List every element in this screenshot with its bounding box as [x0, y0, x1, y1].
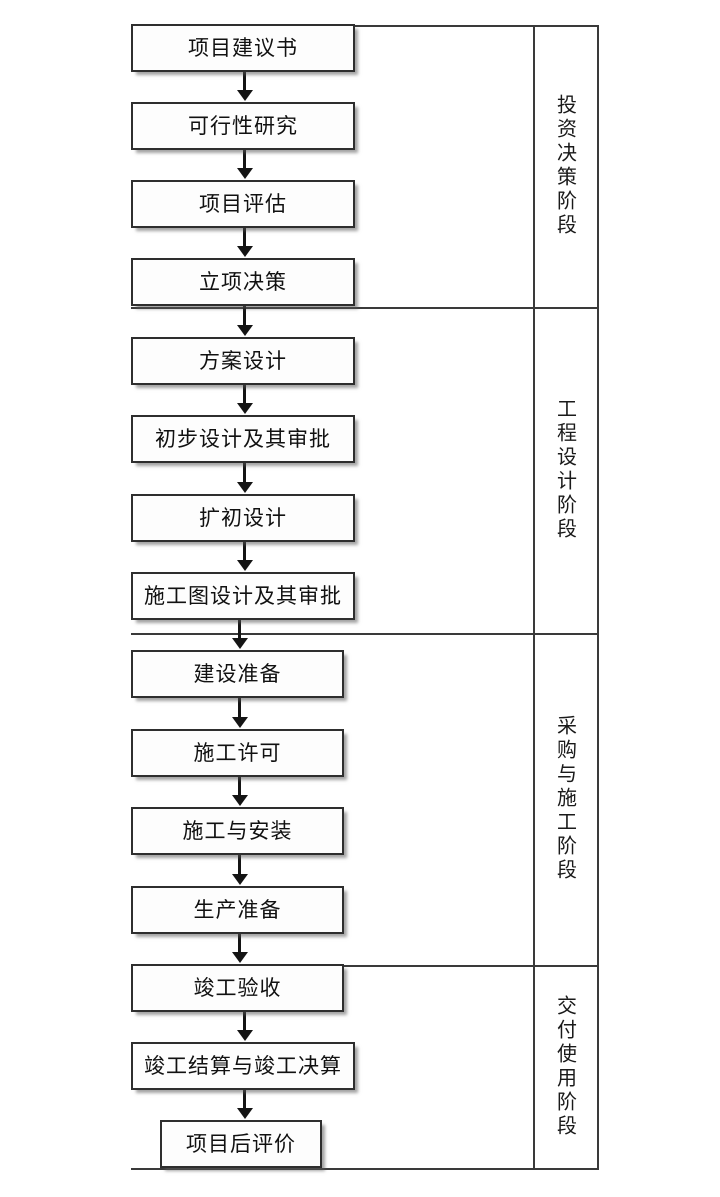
- process-node-label: 项目建议书: [188, 35, 298, 60]
- process-node-label: 可行性研究: [188, 113, 298, 138]
- arrowhead-icon-13: [237, 1030, 253, 1041]
- section-divider-1: [131, 25, 599, 27]
- process-node-n3[interactable]: 项目评估: [131, 180, 355, 228]
- phase-column-rule-1: [533, 25, 535, 1170]
- phase-label: 交付使用阶段: [553, 994, 576, 1139]
- connector-arrow-7: [243, 542, 246, 561]
- process-node-label: 初步设计及其审批: [155, 426, 331, 451]
- phase-label: 采购与施工阶段: [553, 715, 576, 883]
- section-divider-3: [131, 633, 599, 635]
- connector-arrow-6: [243, 463, 246, 483]
- section-divider-5: [131, 1168, 599, 1170]
- process-node-n6[interactable]: 初步设计及其审批: [131, 415, 355, 463]
- process-node-n7[interactable]: 扩初设计: [131, 494, 355, 542]
- connector-arrow-9: [238, 698, 241, 718]
- phase-label: 工程设计阶段: [553, 398, 576, 542]
- arrowhead-icon-1: [237, 90, 253, 101]
- process-node-n2[interactable]: 可行性研究: [131, 102, 355, 150]
- process-node-label: 建设准备: [193, 661, 282, 686]
- process-node-n11[interactable]: 施工与安装: [131, 807, 344, 855]
- process-node-n9[interactable]: 建设准备: [131, 650, 344, 698]
- connector-arrow-8: [238, 620, 241, 639]
- process-node-n1[interactable]: 项目建议书: [131, 24, 355, 72]
- process-node-n15[interactable]: 项目后评价: [160, 1120, 322, 1168]
- phase-column-rule-2: [597, 25, 599, 1170]
- process-node-label: 项目后评价: [186, 1131, 296, 1156]
- process-node-n14[interactable]: 竣工结算与竣工决算: [131, 1042, 355, 1090]
- phase-cell-1: 投资决策阶段: [533, 25, 597, 307]
- arrowhead-icon-14: [237, 1108, 253, 1119]
- process-node-label: 立项决策: [199, 269, 287, 294]
- arrowhead-icon-3: [237, 246, 253, 257]
- process-node-n8[interactable]: 施工图设计及其审批: [131, 572, 355, 620]
- process-node-label: 项目评估: [199, 191, 287, 216]
- process-node-label: 竣工验收: [193, 975, 282, 1000]
- connector-arrow-13: [243, 1012, 246, 1031]
- connector-arrow-12: [238, 934, 241, 953]
- process-node-label: 施工与安装: [182, 818, 293, 843]
- arrowhead-icon-5: [237, 403, 253, 414]
- arrowhead-icon-6: [237, 482, 253, 493]
- arrowhead-icon-4: [237, 325, 253, 336]
- phase-cell-2: 工程设计阶段: [533, 307, 597, 633]
- process-node-label: 施工图设计及其审批: [144, 583, 342, 608]
- process-node-n4[interactable]: 立项决策: [131, 258, 355, 306]
- connector-arrow-1: [243, 72, 246, 91]
- process-node-label: 生产准备: [193, 897, 282, 922]
- phase-label: 投资决策阶段: [553, 94, 576, 238]
- arrowhead-icon-12: [232, 952, 248, 963]
- arrowhead-icon-11: [232, 874, 248, 885]
- process-node-label: 扩初设计: [199, 505, 287, 530]
- process-node-label: 方案设计: [199, 348, 287, 373]
- section-divider-2: [131, 307, 599, 309]
- process-node-n13[interactable]: 竣工验收: [131, 964, 344, 1012]
- section-divider-4: [131, 965, 599, 967]
- connector-arrow-10: [238, 777, 241, 796]
- phase-cell-3: 采购与施工阶段: [533, 633, 597, 965]
- arrowhead-icon-7: [237, 560, 253, 571]
- arrowhead-icon-10: [232, 795, 248, 806]
- connector-arrow-2: [243, 150, 246, 169]
- arrowhead-icon-2: [237, 168, 253, 179]
- connector-arrow-11: [238, 855, 241, 875]
- phase-cell-4: 交付使用阶段: [533, 965, 597, 1168]
- process-node-n10[interactable]: 施工许可: [131, 729, 344, 777]
- connector-arrow-3: [243, 228, 246, 247]
- connector-arrow-14: [243, 1090, 246, 1109]
- connector-arrow-5: [243, 385, 246, 404]
- process-node-n5[interactable]: 方案设计: [131, 337, 355, 385]
- process-node-n12[interactable]: 生产准备: [131, 886, 344, 934]
- process-node-label: 竣工结算与竣工决算: [144, 1053, 342, 1078]
- process-node-label: 施工许可: [193, 740, 282, 765]
- connector-arrow-4: [243, 306, 246, 326]
- arrowhead-icon-9: [232, 717, 248, 728]
- arrowhead-icon-8: [232, 638, 248, 649]
